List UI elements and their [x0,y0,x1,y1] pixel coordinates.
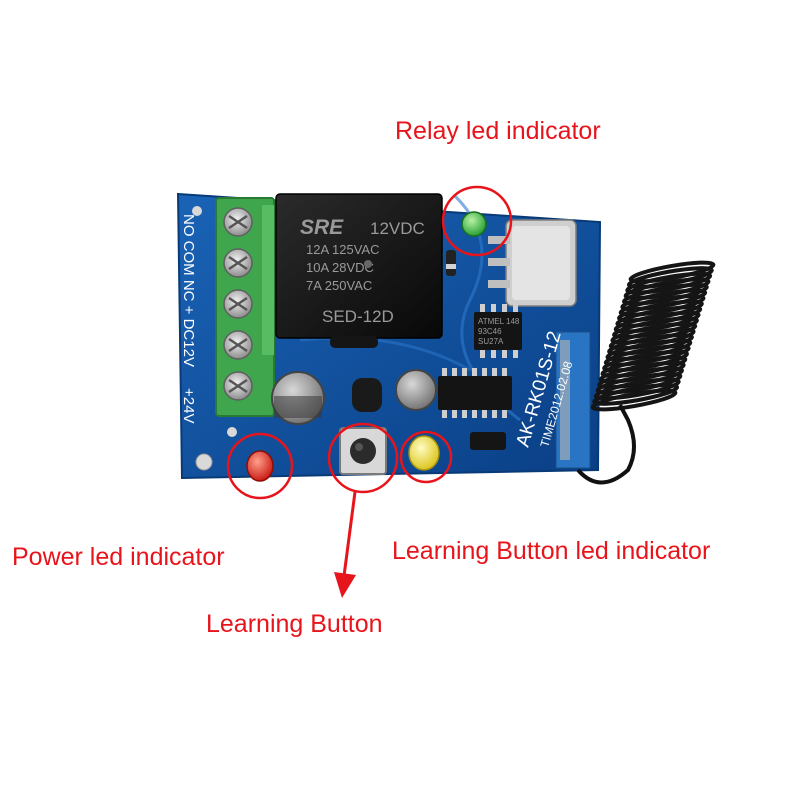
power-led [246,450,274,482]
learning-button-callout: Learning Button [206,610,383,638]
learning-button-highlight [327,422,399,494]
terminal-screw [223,207,253,237]
terminal-screw [223,248,253,278]
terminal-labels: NO COM NC + DC12V [180,214,197,367]
relay-brand: SRE [300,216,344,239]
power-label: +24V [180,388,197,423]
relay-rating-2: 10A 28VDC [306,260,374,275]
receiver-module [555,331,591,469]
terminal-screws [223,207,253,401]
relay-led-callout: Relay led indicator [395,117,601,145]
terminal-screw [223,289,253,319]
power-label-text: +24V [180,388,197,423]
oscillator [488,219,577,307]
terminal-screw [223,330,253,360]
antenna-wire [576,404,636,485]
learning-button-arrow [334,491,357,598]
power-led-callout: Power led indicator [12,543,225,571]
relay-rating-1: 12A 125VAC [306,242,379,257]
terminal-label-text: NO COM NC + DC12V [180,214,197,367]
chip-pins [442,304,518,418]
relay-led-highlight [441,185,513,257]
antenna-coil [590,260,716,412]
power-led-highlight [226,432,294,500]
relay-led [461,211,487,237]
chip-line-1: ATMEL 148 [478,317,520,326]
relay: SRE 12VDC 12A 125VAC 10A 28VDC 7A 250VAC… [275,193,443,339]
diode [330,250,456,348]
learning-led-highlight [399,430,453,484]
eeprom-chip: ATMEL 148 93C46 SU27A [474,312,522,350]
learning-button-led-callout: Learning Button led indicator [392,537,711,565]
antenna-turn [592,383,680,406]
learning-button-led [408,435,440,471]
decoder-ic [438,376,512,410]
capacitor-right [395,369,437,411]
annotation-circles [226,185,513,500]
antenna-turn [590,388,678,412]
capacitor-left [271,371,325,425]
relay-model: SED-12D [322,307,394,326]
terminal-screw [223,371,253,401]
learning-button [339,427,387,475]
chip-line-3: SU27A [478,337,504,346]
chip-line-2: 93C46 [478,327,502,336]
relay-rating-3: 7A 250VAC [306,278,372,293]
transistor [352,378,382,412]
jumper [470,432,506,450]
relay-coil: 12VDC [370,219,425,238]
